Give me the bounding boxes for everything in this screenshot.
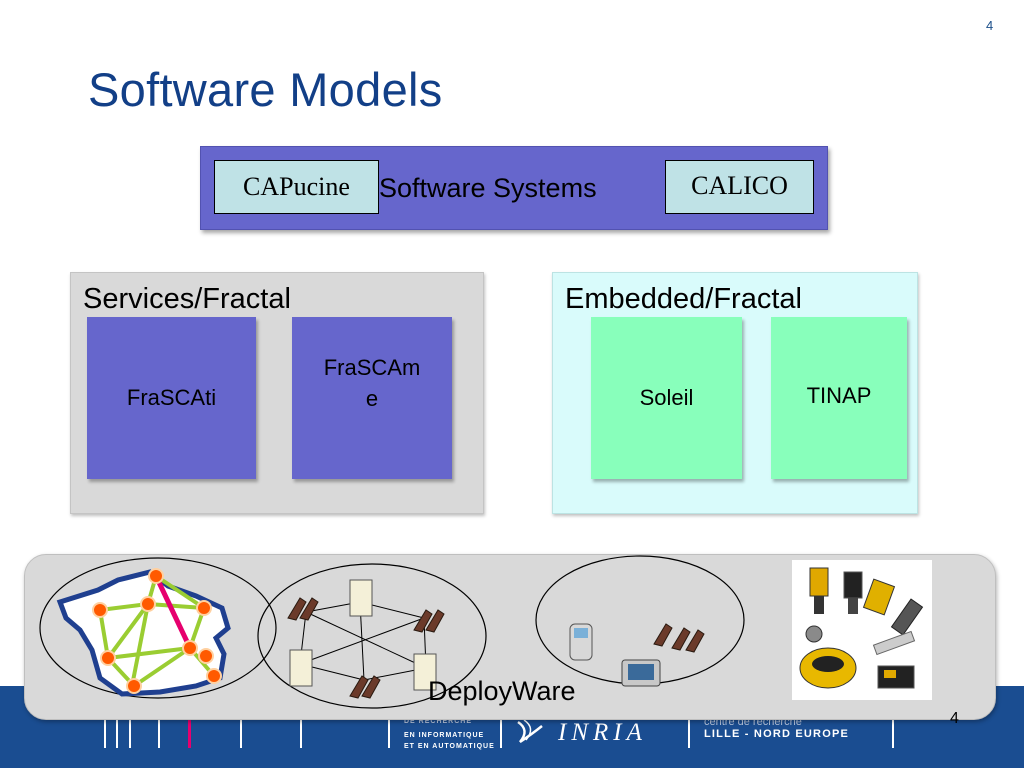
footer-tick	[104, 718, 106, 748]
footer-tick	[500, 718, 502, 748]
footer-tick	[116, 718, 118, 748]
footer-small-text: EN INFORMATIQUE ET EN AUTOMATIQUE	[404, 730, 495, 752]
embedded-fractal-panel: Embedded/Fractal Soleil TINAP	[552, 272, 918, 514]
footer-tick	[388, 718, 390, 748]
sensor-devices	[799, 567, 924, 689]
mobile-devices-diagram	[535, 555, 745, 687]
inria-logo: INRIA	[517, 719, 647, 746]
capucine-box: CAPucine	[214, 160, 379, 214]
calico-box: CALICO	[665, 160, 814, 214]
footer-tick	[300, 718, 302, 748]
footer-accent-tick	[188, 718, 191, 748]
software-systems-label: Software Systems	[379, 173, 597, 203]
footer-tick	[892, 718, 894, 748]
deployware-illustrations	[39, 555, 745, 709]
soleil-block: Soleil	[591, 317, 742, 479]
frascame-label: FraSCAm e	[323, 355, 421, 411]
sensors-photo	[792, 560, 932, 700]
footer-tick	[240, 718, 242, 748]
embedded-panel-title: Embedded/Fractal	[565, 283, 802, 315]
footer-tick	[129, 718, 131, 748]
frascati-block: FraSCAti	[87, 317, 256, 479]
software-systems-bar: CAPucine Software Systems CALICO	[200, 146, 828, 230]
footer-small-line-2: ET EN AUTOMATIQUE	[404, 743, 495, 750]
deployware-label: DeployWare	[428, 676, 576, 706]
tinap-block: TINAP	[771, 317, 907, 479]
footer-small-line-1: EN INFORMATIQUE	[404, 732, 485, 739]
frascame-block: FraSCAm e	[292, 317, 452, 479]
page-number-bottom: 4	[950, 710, 959, 727]
server-cluster-diagram	[257, 563, 487, 709]
footer-tick	[158, 718, 160, 748]
footer-small-text-top: DE RECHERCHE	[404, 718, 473, 725]
services-panel-title: Services/Fractal	[83, 283, 291, 315]
page-number-top: 4	[986, 18, 994, 33]
slide-title: Software Models	[88, 63, 443, 116]
footer-region-text: LILLE - NORD EUROPE	[704, 728, 850, 740]
inria-logo-text: INRIA	[557, 719, 647, 746]
footer-tick	[688, 718, 690, 748]
france-network-map	[39, 557, 277, 699]
services-fractal-panel: Services/Fractal FraSCAti FraSCAm e	[70, 272, 484, 514]
